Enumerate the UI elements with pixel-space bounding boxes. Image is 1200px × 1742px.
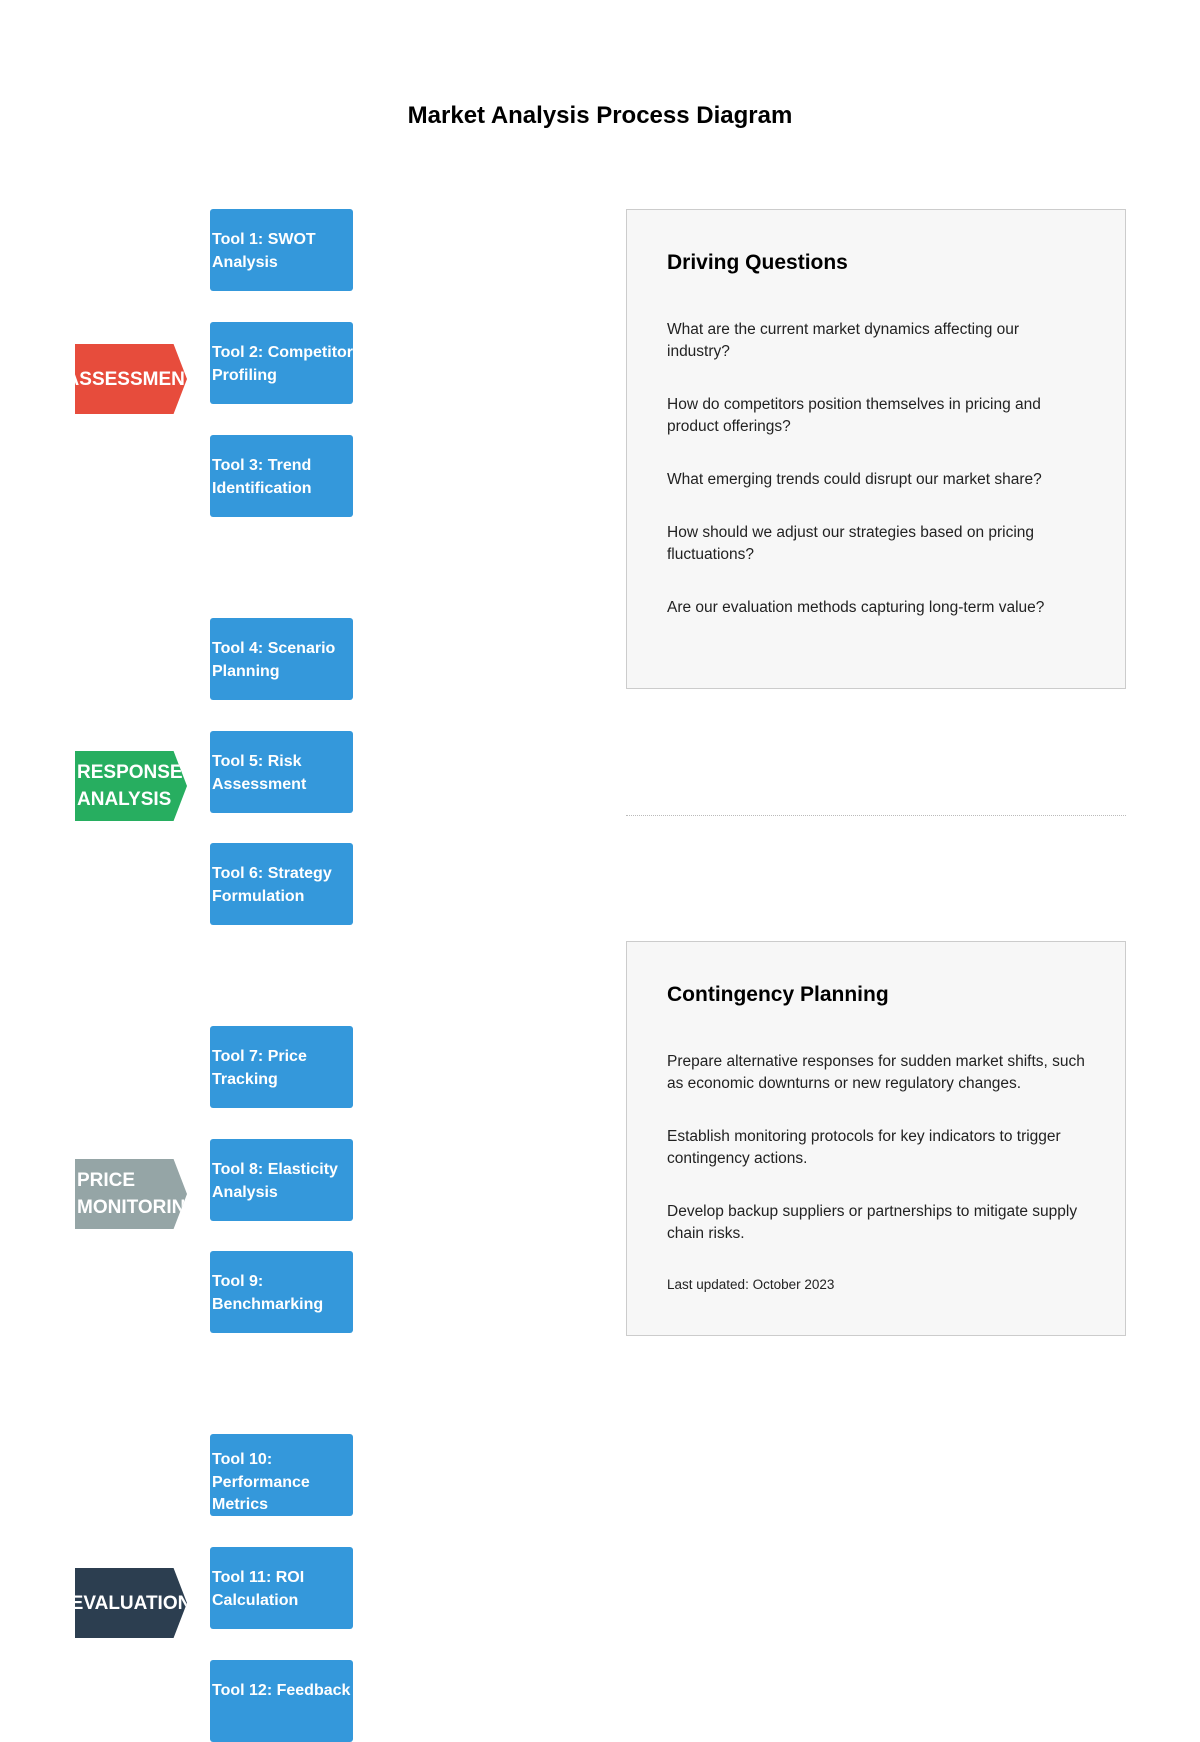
contingency-heading: Contingency Planning (667, 983, 889, 1006)
driving-question: How do competitors position themselves i… (667, 396, 1041, 435)
tool-benchmarking: Tool 9: Benchmarking (210, 1251, 353, 1333)
contingency-item: Develop backup suppliers or partnerships… (667, 1203, 1078, 1242)
driving-question: How should we adjust our strategies base… (667, 524, 1035, 563)
phase-price-monitoring: PRICE MONITORING (75, 1159, 187, 1229)
tool-label: Tool 2: Competitor Profiling (212, 344, 353, 384)
tool-strategy-formulation: Tool 6: Strategy Formulation (210, 843, 353, 925)
tool-scenario-planning: Tool 4: Scenario Planning (210, 618, 353, 700)
tool-label: Tool 3: Trend Identification (212, 457, 312, 497)
driving-question: What are the current market dynamics aff… (667, 321, 1020, 360)
tool-label: Tool 10: Performance Metrics (212, 1451, 310, 1513)
tool-swot-analysis: Tool 1: SWOT Analysis (210, 209, 353, 291)
tool-label: Tool 11: ROI Calculation (212, 1569, 305, 1609)
tool-elasticity-analysis: Tool 8: Elasticity Analysis (210, 1139, 353, 1221)
driving-questions-heading: Driving Questions (667, 251, 848, 274)
tool-label: Tool 7: Price Tracking (212, 1048, 307, 1088)
tool-label: Tool 4: Scenario Planning (212, 640, 336, 680)
contingency-item: Prepare alternative responses for sudden… (667, 1053, 1085, 1092)
tool-roi-calculation: Tool 11: ROI Calculation (210, 1547, 353, 1629)
phase-assessment: ASSESSMENT (75, 344, 187, 414)
tool-label: Tool 5: Risk Assessment (212, 753, 307, 793)
driving-question: What emerging trends could disrupt our m… (667, 471, 1042, 488)
tool-label: Tool 12: Feedback (212, 1682, 351, 1699)
phase-label: PRICE MONITORING (77, 1170, 187, 1218)
tool-price-tracking: Tool 7: Price Tracking (210, 1026, 353, 1108)
phase-label: ASSESSMENT (75, 368, 187, 390)
tool-label: Tool 6: Strategy Formulation (212, 865, 332, 905)
driving-question: Are our evaluation methods capturing lon… (667, 599, 1045, 616)
phase-response-analysis: RESPONSE ANALYSIS (75, 751, 187, 821)
contingency-item: Establish monitoring protocols for key i… (667, 1128, 1061, 1167)
driving-questions-panel: Driving Questions What are the current m… (626, 209, 1126, 689)
page-title: Market Analysis Process Diagram (407, 102, 793, 129)
tool-feedback: Tool 12: Feedback (210, 1660, 353, 1742)
tool-performance-metrics: Tool 10: Performance Metrics (210, 1434, 353, 1516)
phase-label: RESPONSE ANALYSIS (77, 762, 183, 810)
tool-competitor-profiling: Tool 2: Competitor Profiling (210, 322, 353, 404)
phase-evaluation: EVALUATION (75, 1568, 187, 1638)
tool-label: Tool 8: Elasticity Analysis (212, 1161, 338, 1201)
contingency-planning-panel: Contingency Planning Prepare alternative… (626, 941, 1126, 1336)
tool-label: Tool 9: Benchmarking (212, 1273, 324, 1313)
tool-risk-assessment: Tool 5: Risk Assessment (210, 731, 353, 813)
tool-trend-identification: Tool 3: Trend Identification (210, 435, 353, 517)
phase-label: EVALUATION (75, 1592, 187, 1614)
tool-label: Tool 1: SWOT Analysis (212, 231, 316, 271)
panel-divider (626, 815, 1126, 816)
last-updated-note: Last updated: October 2023 (667, 1277, 835, 1292)
